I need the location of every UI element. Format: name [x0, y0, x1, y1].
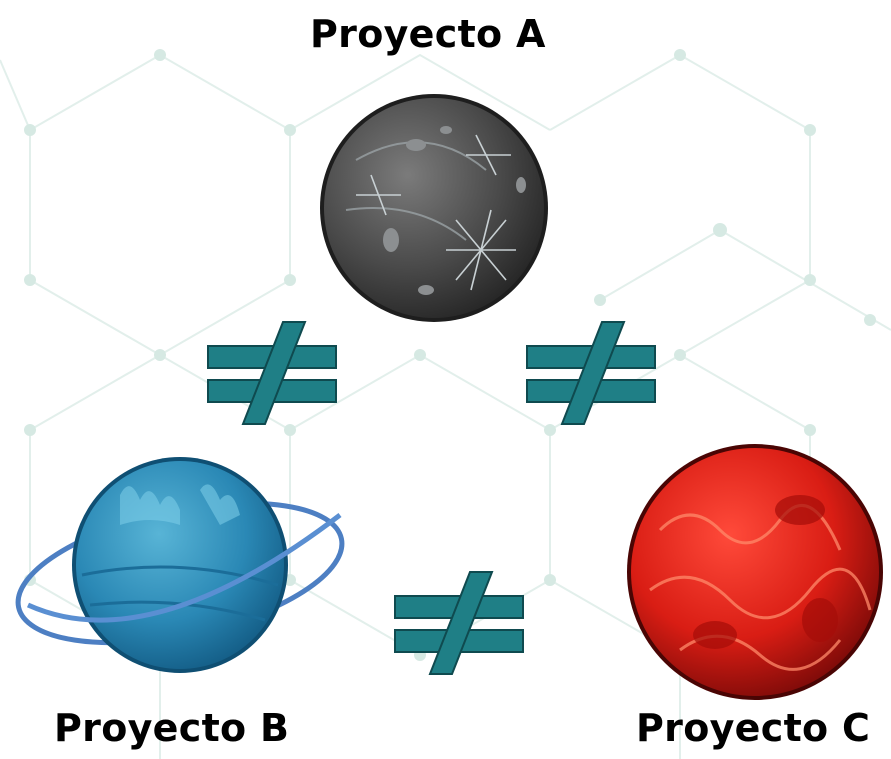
blue-ringed-planet-icon — [15, 457, 345, 673]
project-c-label: Proyecto C — [636, 706, 871, 750]
not-equal-icon — [207, 321, 337, 425]
project-b-label: Proyecto B — [54, 706, 290, 750]
not-equal-icon — [526, 321, 656, 425]
not-equal-icon — [394, 571, 524, 675]
red-planet-icon — [627, 444, 883, 700]
project-a-label: Proyecto A — [310, 12, 546, 56]
gray-planet-icon — [320, 94, 548, 322]
